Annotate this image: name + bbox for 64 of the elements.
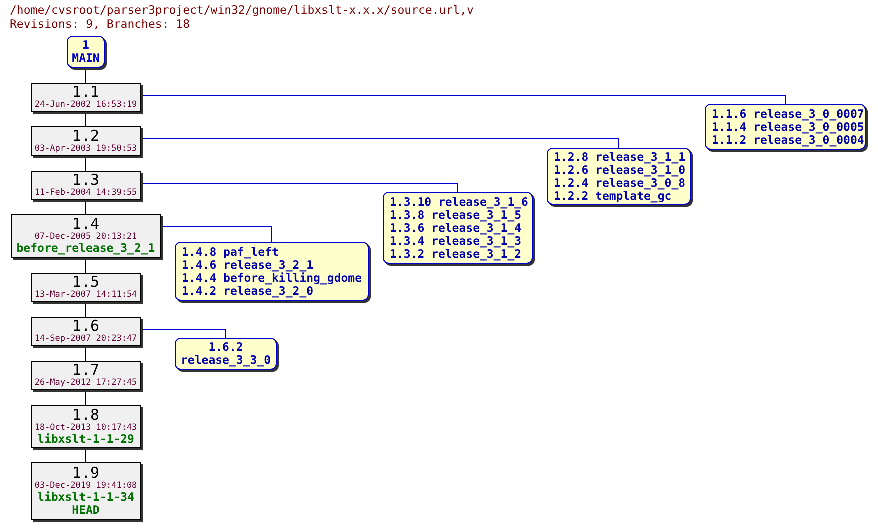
revision-number: 1.8 <box>72 408 100 422</box>
revision-date: 11-Feb-2004 14:39:55 <box>34 188 138 198</box>
revision-number: 1.5 <box>72 275 100 290</box>
revision-box <box>11 214 161 258</box>
revision-box <box>31 361 141 390</box>
branch-entry: 1.1.4 release_3_0_0005 <box>712 120 864 134</box>
file-path-title: /home/cvsroot/parser3project/win32/gnome/libxslt-x.x.x/source.url,v <box>10 3 474 17</box>
revision-date: 03-Apr-2003 19:50:53 <box>34 144 138 154</box>
summary-note: Revisions: 9, Branches: 18 <box>10 17 190 31</box>
branch-entry: release_3_3_0 <box>181 354 272 367</box>
revision-date: 07-Dec-2005 20:13:21 <box>34 232 138 242</box>
branch-entry: 1.3.2 release_3_1_2 <box>390 248 522 260</box>
branch-entry: 1.3.8 release_3_1_5 <box>390 208 522 222</box>
revision-number: 1.1 <box>72 85 100 100</box>
connector-line <box>140 184 458 192</box>
tag-name: before_release_3_2_1 <box>16 242 156 255</box>
revision-date: 14-Sep-2007 20:23:47 <box>34 334 138 344</box>
branch-entry: 1.4.6 release_3_2_1 <box>182 258 314 272</box>
revision-number: 1.3 <box>72 173 100 188</box>
branch-entry: 1.1.6 release_3_0_0007 <box>712 108 864 120</box>
connector-line <box>140 96 786 104</box>
branch-entry: 1.2.4 release_3_0_8 <box>554 176 686 190</box>
revision-number: 1.4 <box>72 217 100 232</box>
revision-number: 1.9 <box>72 466 100 480</box>
revision-date: 18-Oct-2013 10:17:43 <box>34 422 138 432</box>
revision-date: 24-Jun-2002 16:53:19 <box>34 100 138 110</box>
revision-date: 03-Dec-2019 19:41:08 <box>34 480 138 490</box>
tag-name: libxslt-1-1-29 <box>38 432 134 446</box>
revision-date: 13-Mar-2007 14:11:54 <box>34 290 138 300</box>
revision-date: 26-May-2012 17:27:45 <box>34 378 138 388</box>
branch-entry: 1.4.2 release_3_2_0 <box>182 284 314 298</box>
connector-line <box>140 330 226 338</box>
branch-tags-box <box>705 104 866 150</box>
branch-entry: 1.3.4 release_3_1_3 <box>390 234 522 248</box>
branch-entry: 1.2.2 template_gc <box>554 190 672 202</box>
branch-name: MAIN <box>72 52 100 65</box>
branch-entry: 1.4.4 before_killing_gdome <box>182 272 362 284</box>
connector-line <box>140 138 620 148</box>
branch-entry: 1.4.8 paf_left <box>182 246 279 258</box>
connector-line <box>160 226 272 242</box>
branch-entry: 1.2.8 release_3_1_1 <box>554 150 686 164</box>
branch-name: 1 <box>82 39 90 52</box>
revision-box <box>31 83 141 112</box>
tag-name: libxslt-1-1-34 <box>38 490 134 504</box>
branch-entry: 1.6.2 <box>208 341 244 354</box>
revision-box <box>31 126 141 156</box>
root-branch-box <box>67 36 105 68</box>
revision-box <box>31 273 141 302</box>
revision-number: 1.6 <box>72 319 100 334</box>
branch-tags-box <box>175 242 369 301</box>
revision-box <box>31 405 141 448</box>
branch-entry: 1.3.6 release_3_1_4 <box>390 222 522 234</box>
revision-number: 1.7 <box>72 363 100 378</box>
branch-tags-box <box>175 338 277 370</box>
tag-name: HEAD <box>72 504 100 516</box>
branch-entry: 1.1.2 release_3_0_0004 <box>712 134 864 146</box>
branch-tags-box <box>547 148 691 205</box>
branch-entry: 1.3.10 release_3_1_6 <box>390 196 528 208</box>
revision-box <box>31 462 141 520</box>
branch-entry: 1.2.6 release_3_1_0 <box>554 164 686 176</box>
revision-number: 1.2 <box>72 128 100 144</box>
revision-box <box>31 317 141 346</box>
branch-tags-box <box>383 192 533 264</box>
revision-box <box>31 171 141 200</box>
